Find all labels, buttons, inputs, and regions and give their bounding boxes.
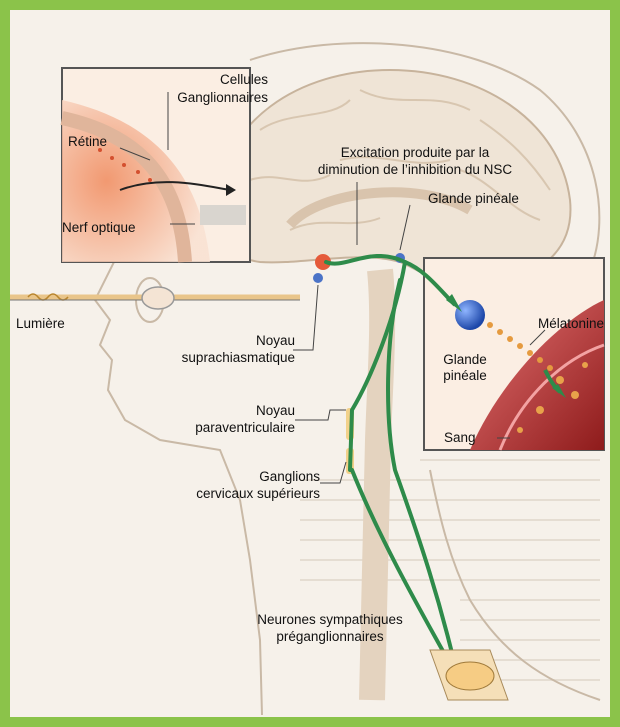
label-retine: Rétine [68, 134, 107, 150]
label-suprachiasmatique: suprachiasmatique [135, 350, 295, 366]
label-cervicaux: cervicaux supérieurs [160, 486, 320, 502]
label-glande-pineale-top: Glande pinéale [428, 191, 519, 207]
label-lumiere: Lumière [16, 316, 65, 332]
label-excitation-2: diminution de l’inhibition du NSC [280, 162, 550, 178]
label-neurones: Neurones sympathiques [225, 612, 435, 628]
label-ganglions: Ganglions [210, 469, 320, 485]
label-pineale: pinéale [435, 368, 495, 384]
label-preganglionnaires: préganglionnaires [225, 629, 435, 645]
pineal-gland-sphere [455, 300, 485, 330]
eye [142, 287, 174, 309]
label-sang: Sang [444, 430, 476, 446]
label-ganglionnaires: Ganglionnaires [148, 90, 268, 106]
spinal-cross-section [446, 662, 494, 690]
nerve-block [200, 205, 246, 225]
label-excitation-1: Excitation produite par la [280, 145, 550, 161]
chiasm-marker [313, 273, 323, 283]
label-melatonine: Mélatonine [538, 316, 604, 332]
label-noyau-2: Noyau [190, 403, 295, 419]
label-noyau-1: Noyau [190, 333, 295, 349]
label-glande: Glande [435, 352, 495, 368]
label-cellules: Cellules [188, 72, 268, 88]
label-nerf-optique: Nerf optique [62, 220, 136, 236]
label-paraventriculaire: paraventriculaire [145, 420, 295, 436]
